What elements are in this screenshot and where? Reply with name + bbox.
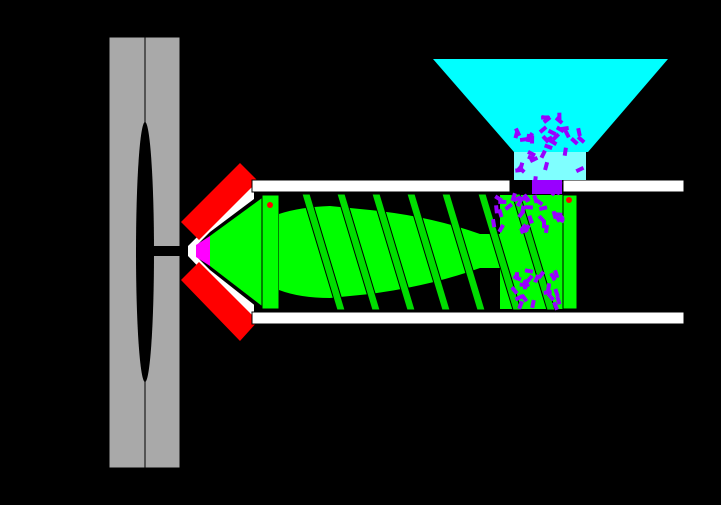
screw-flight — [301, 193, 346, 311]
screw — [261, 193, 578, 311]
pellet — [575, 165, 585, 174]
pellet — [552, 301, 559, 311]
pellet — [504, 202, 514, 211]
pellet — [527, 150, 536, 158]
pellet — [553, 269, 560, 279]
pellet — [498, 199, 507, 204]
hopper — [433, 59, 668, 194]
pellet — [576, 127, 582, 137]
pellet — [555, 216, 565, 224]
pellet — [554, 212, 563, 217]
pellet — [524, 268, 534, 274]
pellet — [545, 283, 552, 292]
pellet — [542, 220, 546, 229]
heater-band-top — [181, 163, 258, 240]
sensor-dot-rear — [566, 197, 572, 203]
pellet — [553, 288, 560, 298]
pellet — [551, 188, 561, 196]
pellet — [555, 125, 565, 134]
hopper-funnel — [433, 59, 668, 152]
pellet — [541, 134, 550, 144]
pellet — [494, 205, 499, 214]
pellet — [529, 155, 539, 164]
pellet — [546, 292, 556, 302]
nozzle — [188, 181, 262, 325]
nozzle-melt — [210, 198, 262, 306]
pellet — [547, 188, 556, 197]
nozzle-tip — [196, 236, 210, 266]
hopper-throat — [514, 152, 586, 180]
pellet — [527, 215, 534, 224]
pellet — [532, 176, 538, 185]
pellet — [512, 274, 522, 282]
pellet — [517, 300, 524, 310]
mold — [108, 36, 181, 469]
barrel-wall-top-right — [562, 179, 685, 193]
screw-rear-flange — [562, 194, 578, 310]
screw-flight — [406, 193, 451, 311]
pellet — [494, 194, 504, 203]
pellet — [576, 135, 586, 144]
pellet — [539, 149, 547, 159]
pellet — [547, 128, 557, 137]
pellet — [537, 270, 546, 280]
screw-front-flange — [261, 194, 280, 310]
screw-flight — [441, 193, 486, 311]
pellet — [490, 218, 497, 228]
pellet — [549, 272, 557, 282]
pellet — [562, 147, 568, 156]
barrel-wall-top-left — [251, 179, 511, 193]
pellet — [543, 143, 553, 151]
pellet — [524, 205, 533, 210]
pellet — [552, 179, 561, 185]
pellet — [533, 185, 542, 195]
pellet — [551, 132, 561, 142]
mold-cavity — [136, 122, 154, 382]
pellet — [510, 286, 519, 295]
screw-flight — [511, 193, 556, 311]
pellet — [519, 223, 528, 233]
pellet — [554, 116, 564, 125]
heater-band-bottom — [181, 262, 258, 341]
pellet — [519, 227, 529, 235]
pellet — [526, 131, 535, 141]
barrel — [251, 179, 685, 325]
pellet — [538, 205, 548, 212]
pellet — [516, 165, 526, 174]
screw-flights — [301, 193, 556, 311]
screw-flight — [477, 193, 522, 311]
screw-flight — [336, 193, 381, 311]
sprue — [150, 246, 188, 256]
heater-bands — [181, 163, 258, 341]
pellet — [534, 198, 544, 207]
pellet — [510, 192, 517, 202]
sensor-dot-front — [267, 202, 273, 208]
pellet — [555, 296, 562, 305]
pellet — [497, 208, 504, 218]
pellet — [517, 209, 526, 219]
pellet — [538, 125, 548, 134]
pellet — [514, 294, 524, 302]
pellet — [560, 125, 569, 132]
pellet — [570, 137, 579, 146]
barrel-wall-bottom — [251, 311, 685, 325]
pellet — [522, 278, 531, 288]
screw-flight — [371, 193, 416, 311]
pellet — [525, 274, 534, 284]
pellet — [497, 223, 505, 233]
pellet — [542, 115, 552, 124]
pellet — [515, 198, 524, 208]
pellet — [530, 299, 536, 309]
pellet — [563, 129, 571, 139]
